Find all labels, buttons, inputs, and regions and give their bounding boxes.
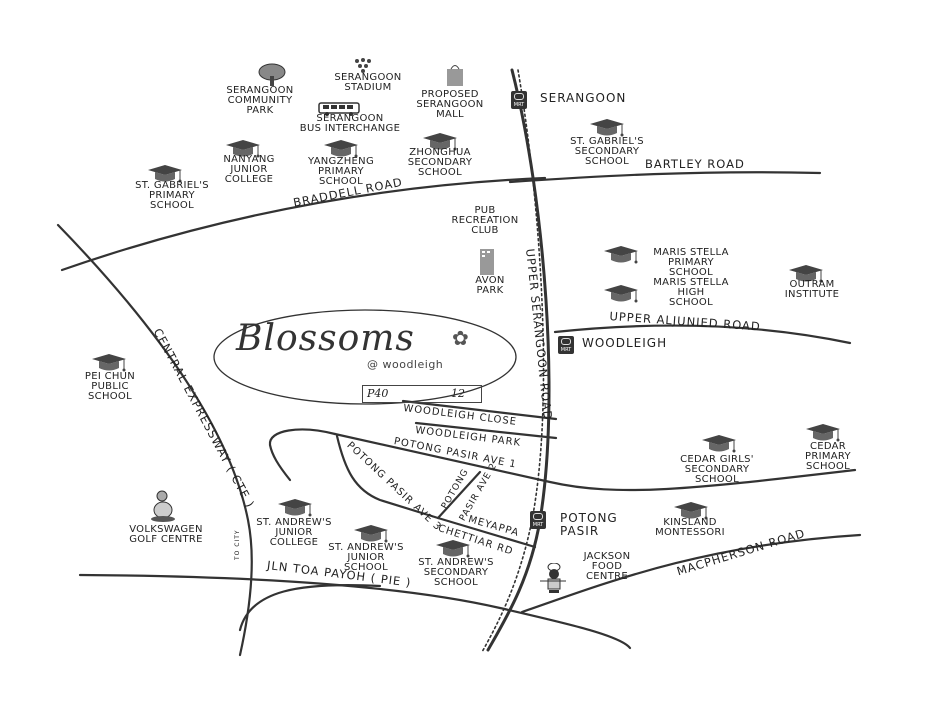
graduation-cap-icon bbox=[421, 131, 459, 153]
graduation-cap-icon bbox=[804, 422, 842, 444]
label-bus-interchange: SERANGOON BUS INTERCHANGE bbox=[299, 113, 401, 134]
graduation-cap-icon bbox=[276, 497, 314, 519]
chef-icon bbox=[538, 562, 568, 599]
label-serangoon-stadium: SERANGOON STADIUM bbox=[334, 72, 402, 93]
label-st-andrews-secondary: ST. ANDREW'S SECONDARY SCHOOL bbox=[418, 557, 494, 588]
label-yangzheng: YANGZHENG PRIMARY SCHOOL bbox=[307, 156, 375, 187]
road-meyappa bbox=[436, 516, 537, 549]
label-st-andrews-junior-school: ST. ANDREW'S JUNIOR SCHOOL bbox=[328, 542, 404, 573]
tree-icon bbox=[255, 62, 289, 92]
note-right: 12 bbox=[451, 387, 465, 400]
label-avon-park: AVON PARK bbox=[475, 275, 505, 296]
label-volkswagen-golf: VOLKSWAGEN GOLF CENTRE bbox=[129, 524, 203, 545]
road-woodleigh-close bbox=[401, 399, 558, 421]
graduation-cap-icon bbox=[787, 263, 825, 285]
road-pie bbox=[78, 573, 632, 650]
label-st-gabriels-primary: ST. GABRIEL'S PRIMARY SCHOOL bbox=[135, 180, 209, 211]
graduation-cap-icon bbox=[588, 117, 626, 139]
graduation-cap-icon bbox=[352, 523, 390, 545]
road-label-bartley: BARTLEY ROAD bbox=[645, 157, 745, 171]
road-label-to-city: TO CITY bbox=[234, 529, 241, 560]
building-icon bbox=[480, 249, 494, 279]
mrt-icon: MRT bbox=[558, 336, 574, 354]
graduation-cap-icon bbox=[602, 244, 640, 266]
road-cte bbox=[56, 223, 253, 657]
label-pei-chun: PEI CHUN PUBLIC SCHOOL bbox=[84, 371, 136, 402]
label-st-gabriels-secondary: ST. GABRIEL'S SECONDARY SCHOOL bbox=[570, 136, 644, 167]
mrt-station-serangoon[interactable]: SERANGOON bbox=[540, 91, 627, 105]
stadium-icon bbox=[351, 57, 375, 77]
label-nanyang-jc: NANYANG JUNIOR COLLEGE bbox=[223, 154, 275, 185]
graduation-cap-icon bbox=[672, 500, 710, 522]
mrt-station-potong-pasir[interactable]: POTONG PASIR bbox=[560, 511, 618, 538]
road-bartley bbox=[508, 171, 822, 184]
road-potong-pasir-ave3 bbox=[335, 434, 440, 520]
label-cedar-girls: CEDAR GIRLS' SECONDARY SCHOOL bbox=[680, 454, 754, 485]
handwritten-note: P40 12 bbox=[362, 385, 482, 403]
label-maris-stella-primary: MARIS STELLA PRIMARY SCHOOL bbox=[653, 247, 729, 278]
label-proposed-serangoon-mall: PROPOSED SERANGOON MALL bbox=[416, 89, 484, 120]
graduation-cap-icon bbox=[90, 352, 128, 374]
shopping-bag-icon bbox=[446, 63, 464, 91]
graduation-cap-icon bbox=[602, 283, 640, 305]
development-subtitle: @ woodleigh bbox=[367, 358, 444, 371]
label-outram-institute: OUTRAM INSTITUTE bbox=[784, 279, 840, 300]
graduation-cap-icon bbox=[146, 163, 184, 185]
label-pub-recreation-club: PUB RECREATION CLUB bbox=[451, 205, 519, 236]
mrt-icon: MRT bbox=[511, 91, 527, 109]
graduation-cap-icon bbox=[434, 538, 472, 560]
label-serangoon-community-park: SERANGOON COMMUNITY PARK bbox=[226, 85, 294, 116]
road-potong-pasir-ave1 bbox=[333, 432, 857, 492]
label-maris-stella-high: MARIS STELLA HIGH SCHOOL bbox=[653, 277, 729, 308]
label-st-andrews-jc: ST. ANDREW'S JUNIOR COLLEGE bbox=[256, 517, 332, 548]
graduation-cap-icon bbox=[700, 433, 738, 455]
road-braddell bbox=[60, 176, 547, 272]
mrt-station-woodleigh[interactable]: WOODLEIGH bbox=[582, 336, 668, 350]
road-potong-pasir-ave1-loop bbox=[268, 428, 337, 482]
mrt-line bbox=[481, 69, 545, 653]
graduation-cap-icon bbox=[224, 138, 262, 160]
road-upper-aljunied bbox=[553, 324, 852, 345]
flower-icon: ✿ bbox=[452, 326, 469, 350]
mrt-icon: MRT bbox=[530, 511, 546, 529]
label-kinsland-montessori: KINSLAND MONTESSORI bbox=[655, 517, 725, 538]
development-ellipse bbox=[213, 309, 517, 405]
golfer-icon bbox=[148, 490, 178, 526]
road-potong-pasir-ave2 bbox=[436, 470, 482, 520]
graduation-cap-icon bbox=[322, 138, 360, 160]
bus-icon bbox=[318, 101, 360, 120]
road-woodleigh-park bbox=[414, 421, 558, 440]
label-cedar-primary: CEDAR PRIMARY SCHOOL bbox=[805, 441, 851, 472]
road-macpherson bbox=[520, 533, 862, 614]
road-pie-slip bbox=[238, 583, 382, 632]
label-zhonghua: ZHONGHUA SECONDARY SCHOOL bbox=[407, 147, 473, 178]
development-name: Blossoms bbox=[236, 318, 415, 359]
label-jackson-food-centre: JACKSON FOOD CENTRE bbox=[583, 551, 631, 582]
note-left: P40 bbox=[367, 387, 389, 400]
